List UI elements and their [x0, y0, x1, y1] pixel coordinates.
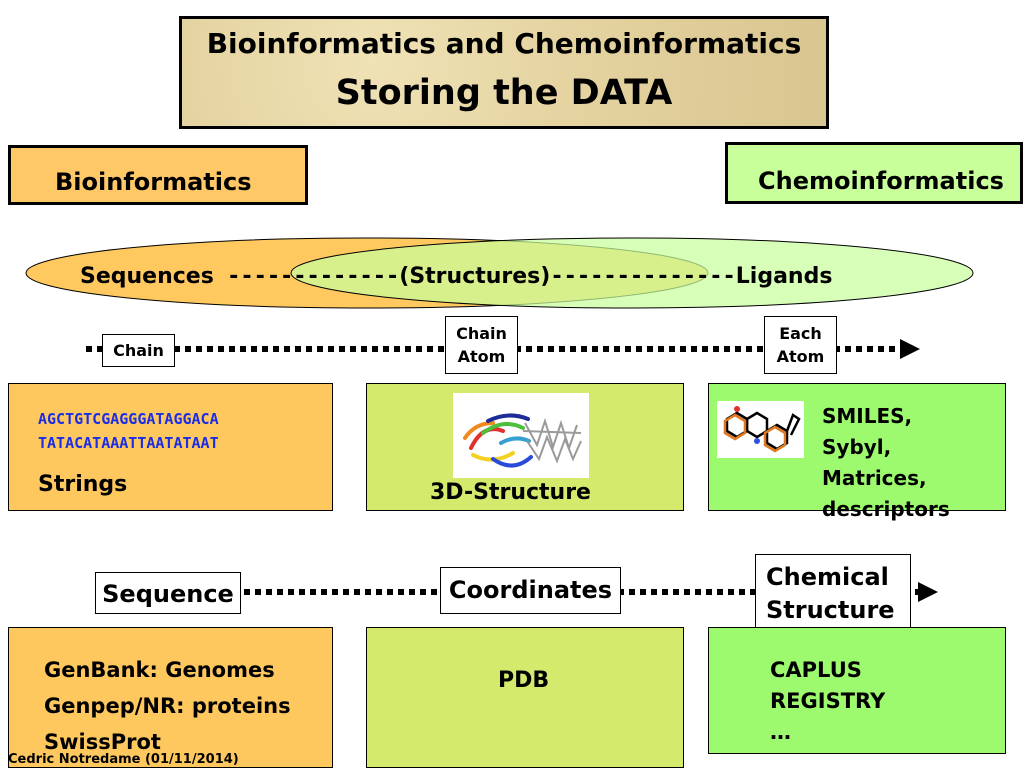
molecule-icon: [723, 406, 801, 453]
chemical-structure-line-2: Structure: [766, 596, 895, 624]
strings-label: Strings: [38, 472, 128, 497]
spectrum-dashes-right: --------------: [550, 264, 736, 289]
db-more: …: [770, 720, 791, 744]
db-genbank: GenBank: Genomes: [44, 658, 275, 682]
protein-structure-image: [453, 393, 589, 478]
bio-databases-list: GenBank: Genomes Genpep/NR: proteins Swi…: [44, 652, 291, 760]
chem-databases-list: CAPLUS REGISTRY …: [770, 655, 885, 748]
structure-panel: 3D-Structure: [366, 383, 684, 511]
format-matrices: Matrices,: [822, 466, 927, 490]
chemical-structure-label: Chemical Structure: [755, 554, 911, 630]
chemical-format-panel: SMILES, Sybyl, Matrices, descriptors: [708, 383, 1006, 521]
spectrum-dashes-left: -------------: [227, 264, 400, 289]
3d-structure-label: 3D-Structure: [430, 480, 591, 505]
chemoinformatics-header: Chemoinformatics: [725, 142, 1023, 204]
molecule-image: [717, 401, 804, 458]
record-arrowhead: [918, 582, 938, 602]
coordinates-label: Coordinates: [440, 567, 621, 614]
bio-databases-panel: GenBank: Genomes Genpep/NR: proteins Swi…: [8, 627, 333, 768]
db-pdb: PDB: [498, 668, 550, 693]
db-caplus: CAPLUS: [770, 658, 862, 682]
format-smiles: SMILES,: [822, 404, 913, 428]
format-sybyl: Sybyl,: [822, 435, 892, 459]
each-atom-line-2: Atom: [776, 347, 825, 366]
db-genpep: Genpep/NR: proteins: [44, 694, 291, 718]
chem-databases-panel: CAPLUS REGISTRY …: [708, 627, 1006, 754]
chem-formats-list: SMILES, Sybyl, Matrices, descriptors: [822, 401, 950, 525]
chain-atom-label: Chain Atom: [445, 316, 518, 374]
dna-line-2: TATACATAAATTAATATAAT: [38, 434, 219, 452]
each-atom-line-1: Each: [779, 324, 822, 343]
chain-label: Chain: [102, 334, 175, 367]
title-line-2: Storing the DATA: [335, 73, 673, 113]
sequence-label: Sequence: [95, 572, 241, 614]
sequences-label: Sequences: [80, 264, 214, 289]
structure-database-panel: PDB: [366, 627, 684, 768]
footer-credit: Cedric Notredame (01/11/2014): [8, 752, 239, 767]
each-atom-label: Each Atom: [764, 316, 837, 374]
protein-ribbon-icon: [463, 413, 582, 468]
granularity-arrowhead: [900, 339, 920, 359]
db-swissprot: SwissProt: [44, 730, 161, 754]
bioinformatics-header: Bioinformatics: [8, 145, 308, 205]
chain-atom-line-2: Atom: [457, 347, 506, 366]
db-registry: REGISTRY: [770, 689, 886, 713]
spectrum-line: Sequences -------------(Structures)-----…: [80, 264, 980, 289]
ligands-label: Ligands: [735, 264, 833, 289]
strings-panel: AGCTGTCGAGGGATAGGACA TATACATAAATTAATATAA…: [8, 383, 333, 511]
dna-line-1: AGCTGTCGAGGGATAGGACA: [38, 410, 219, 428]
chemical-structure-line-1: Chemical: [766, 563, 889, 591]
structures-label: (Structures): [399, 264, 551, 289]
chain-atom-line-1: Chain: [456, 324, 507, 343]
title-line-1: Bioinformatics and Chemoinformatics: [206, 27, 802, 60]
title-box: Bioinformatics and Chemoinformatics Stor…: [179, 16, 829, 129]
format-descriptors: descriptors: [822, 497, 950, 521]
chemo-ellipse: [290, 237, 974, 309]
